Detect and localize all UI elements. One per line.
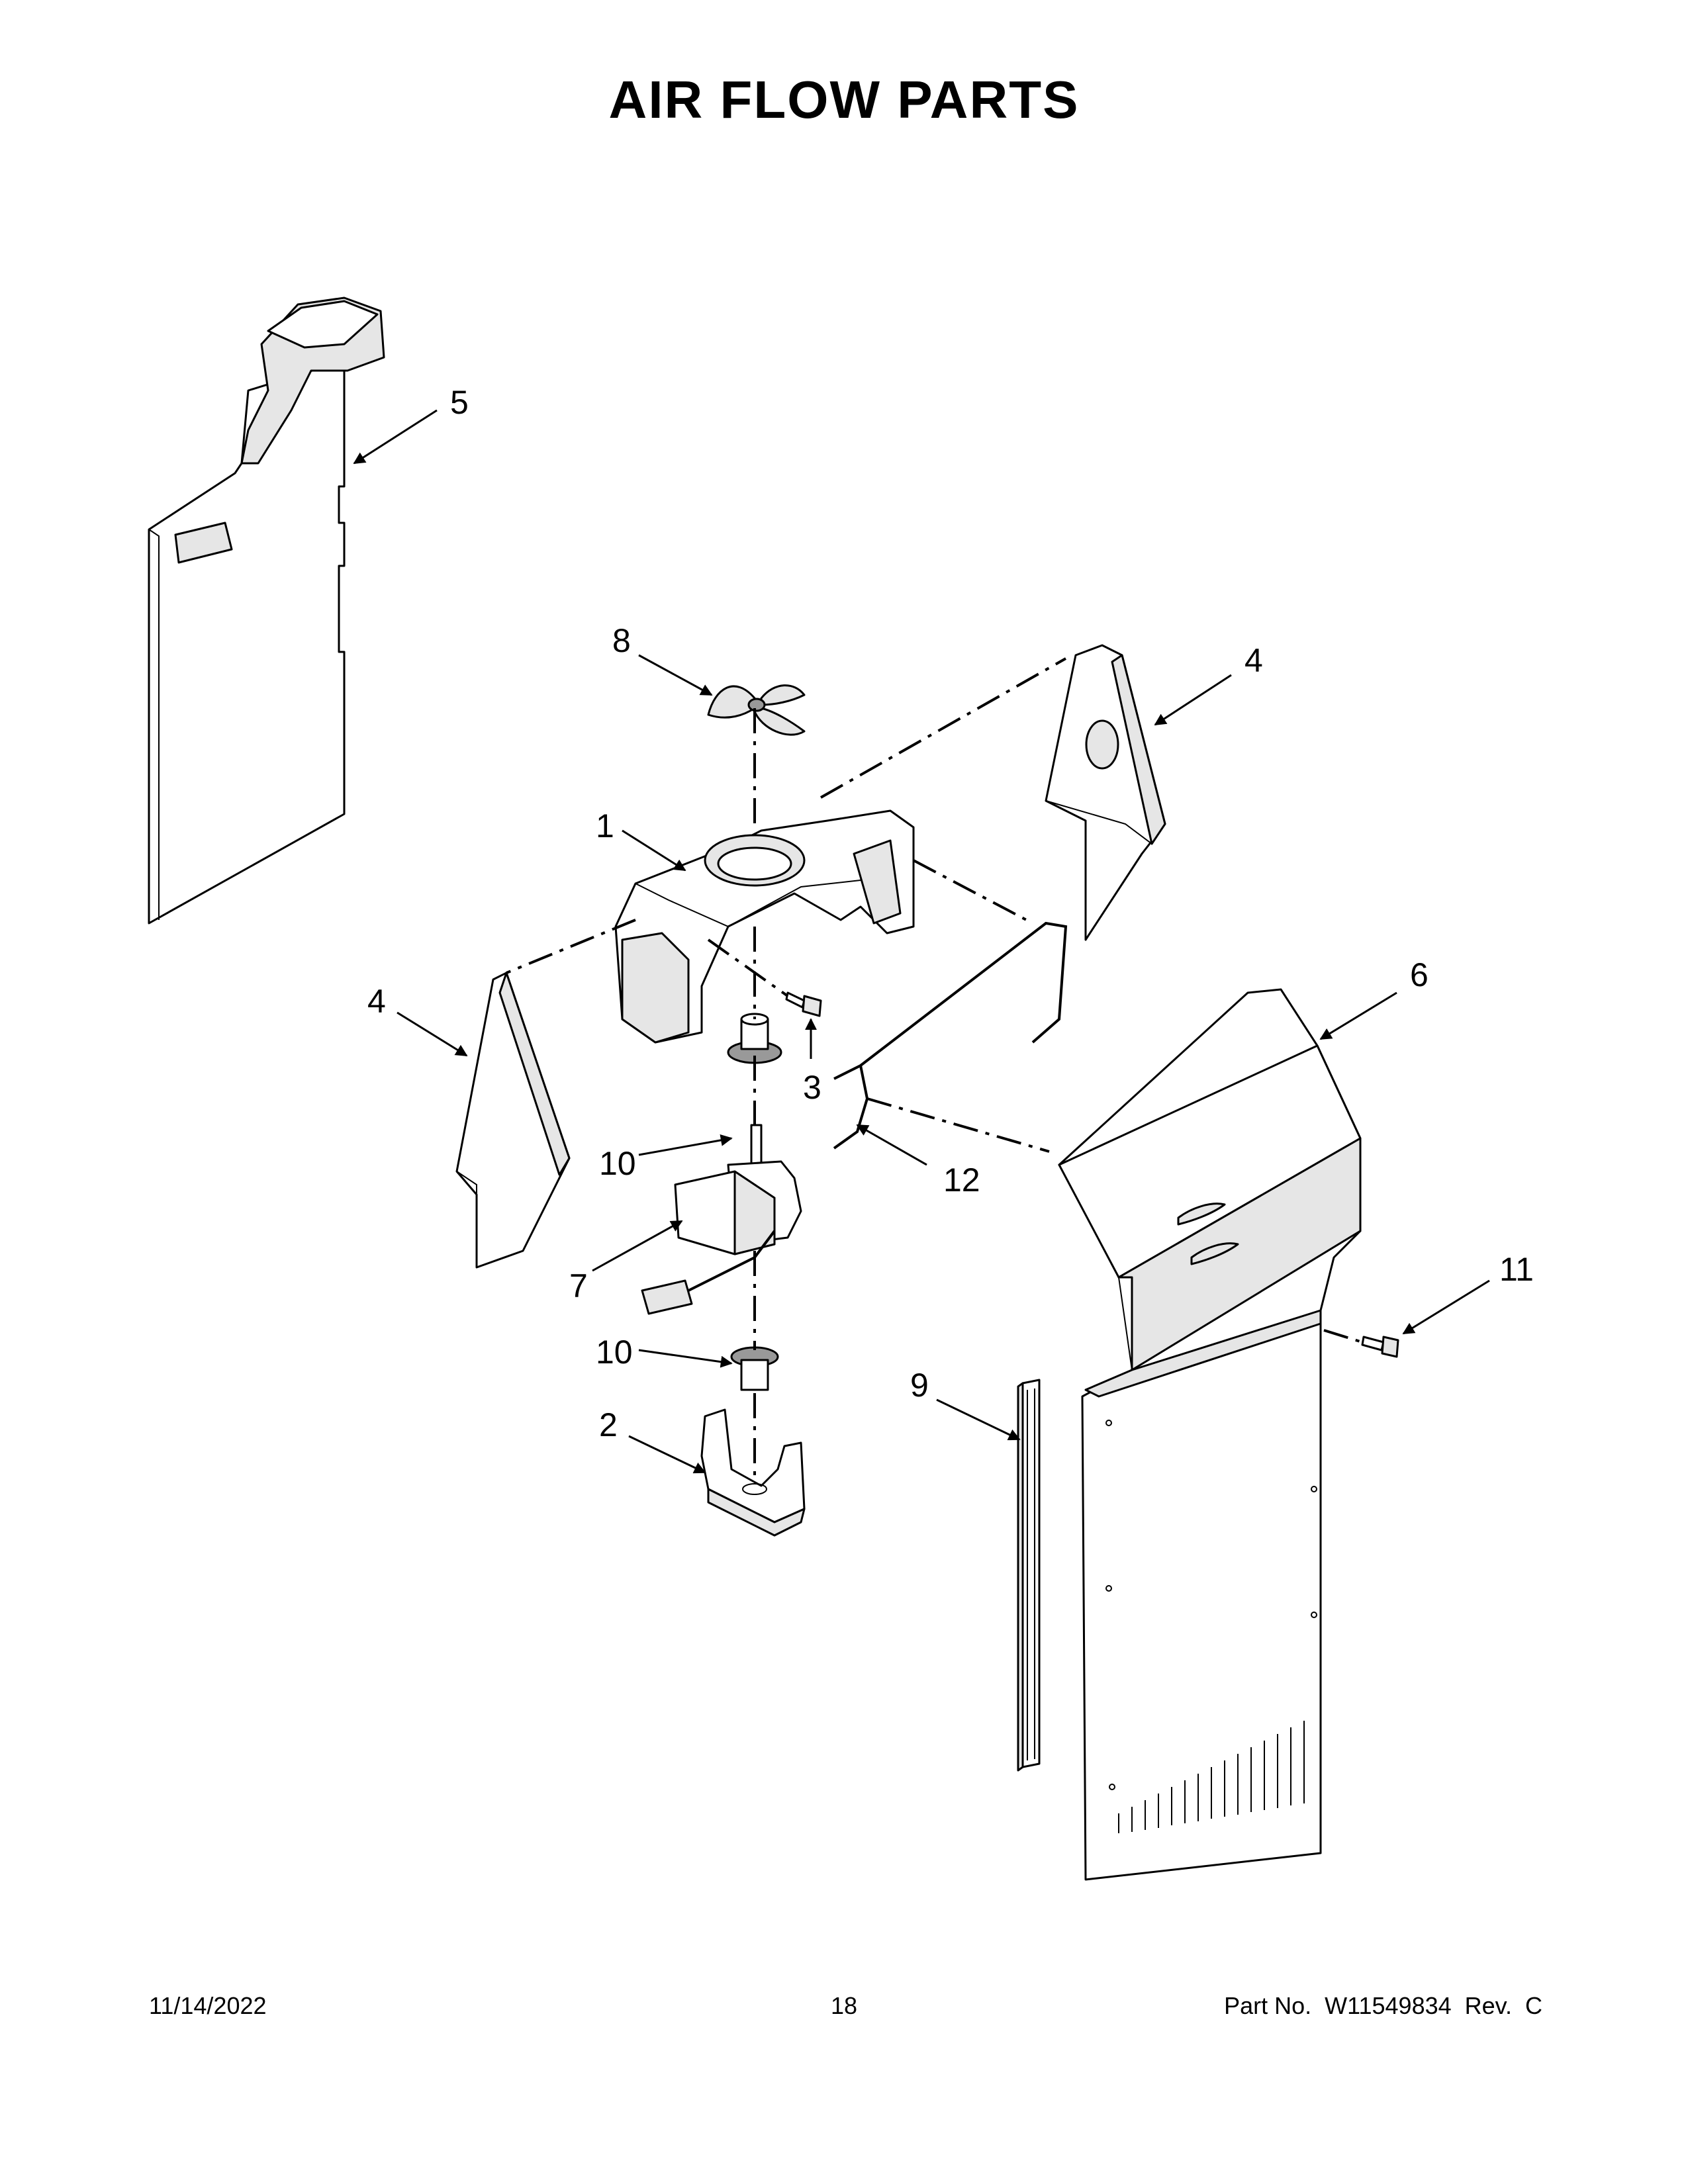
callout-10-lower: 10: [596, 1334, 633, 1371]
part-5-duct-panel: [148, 296, 385, 925]
part-7-fan-motor: [641, 1124, 802, 1315]
part-4-left-baffle: [455, 972, 571, 1269]
footer-date: 11/14/2022: [149, 1992, 267, 2019]
part-10-lower-grommet: [730, 1346, 779, 1391]
part-11-screw: [1361, 1336, 1399, 1358]
part-3-screw: [785, 991, 822, 1017]
footer-part-number: Part No. W11549834 Rev. C: [1224, 1992, 1542, 2019]
callout-1: 1: [596, 807, 614, 844]
part-10-upper-grommet: [727, 1013, 782, 1064]
vent-slots: [1118, 1721, 1305, 1833]
callout-7: 7: [569, 1267, 588, 1304]
callout-labels: 1 2 3 4 4 5 6 7 8 9 10 10 11 12: [367, 384, 1534, 1443]
callout-11: 11: [1499, 1251, 1534, 1288]
callout-4-left: 4: [367, 983, 386, 1020]
leader-arrows: [353, 409, 1490, 1474]
part-8-fan-blade: [707, 684, 806, 736]
callout-5: 5: [450, 384, 469, 421]
part-9-foam-strip: [1017, 1379, 1041, 1772]
callout-8: 8: [612, 622, 631, 659]
footer-page-number: 18: [830, 1992, 858, 2019]
callout-12: 12: [943, 1161, 980, 1199]
callout-6: 6: [1410, 956, 1429, 993]
page-title: AIR FLOW PARTS: [608, 70, 1080, 129]
alignment-lines: [506, 657, 1363, 1476]
part-1-fan-shroud: [614, 809, 915, 1044]
callout-2: 2: [599, 1406, 618, 1443]
part-4-right-baffle: [1045, 644, 1166, 941]
part-2-motor-bracket: [700, 1408, 806, 1537]
callout-9: 9: [910, 1367, 929, 1404]
callout-4-right: 4: [1244, 642, 1263, 679]
part-6-air-duct-cover: [1058, 988, 1362, 1881]
callout-3: 3: [803, 1069, 821, 1106]
callout-10-upper: 10: [599, 1145, 636, 1182]
part-12-wire-bracket: [833, 921, 1068, 1150]
